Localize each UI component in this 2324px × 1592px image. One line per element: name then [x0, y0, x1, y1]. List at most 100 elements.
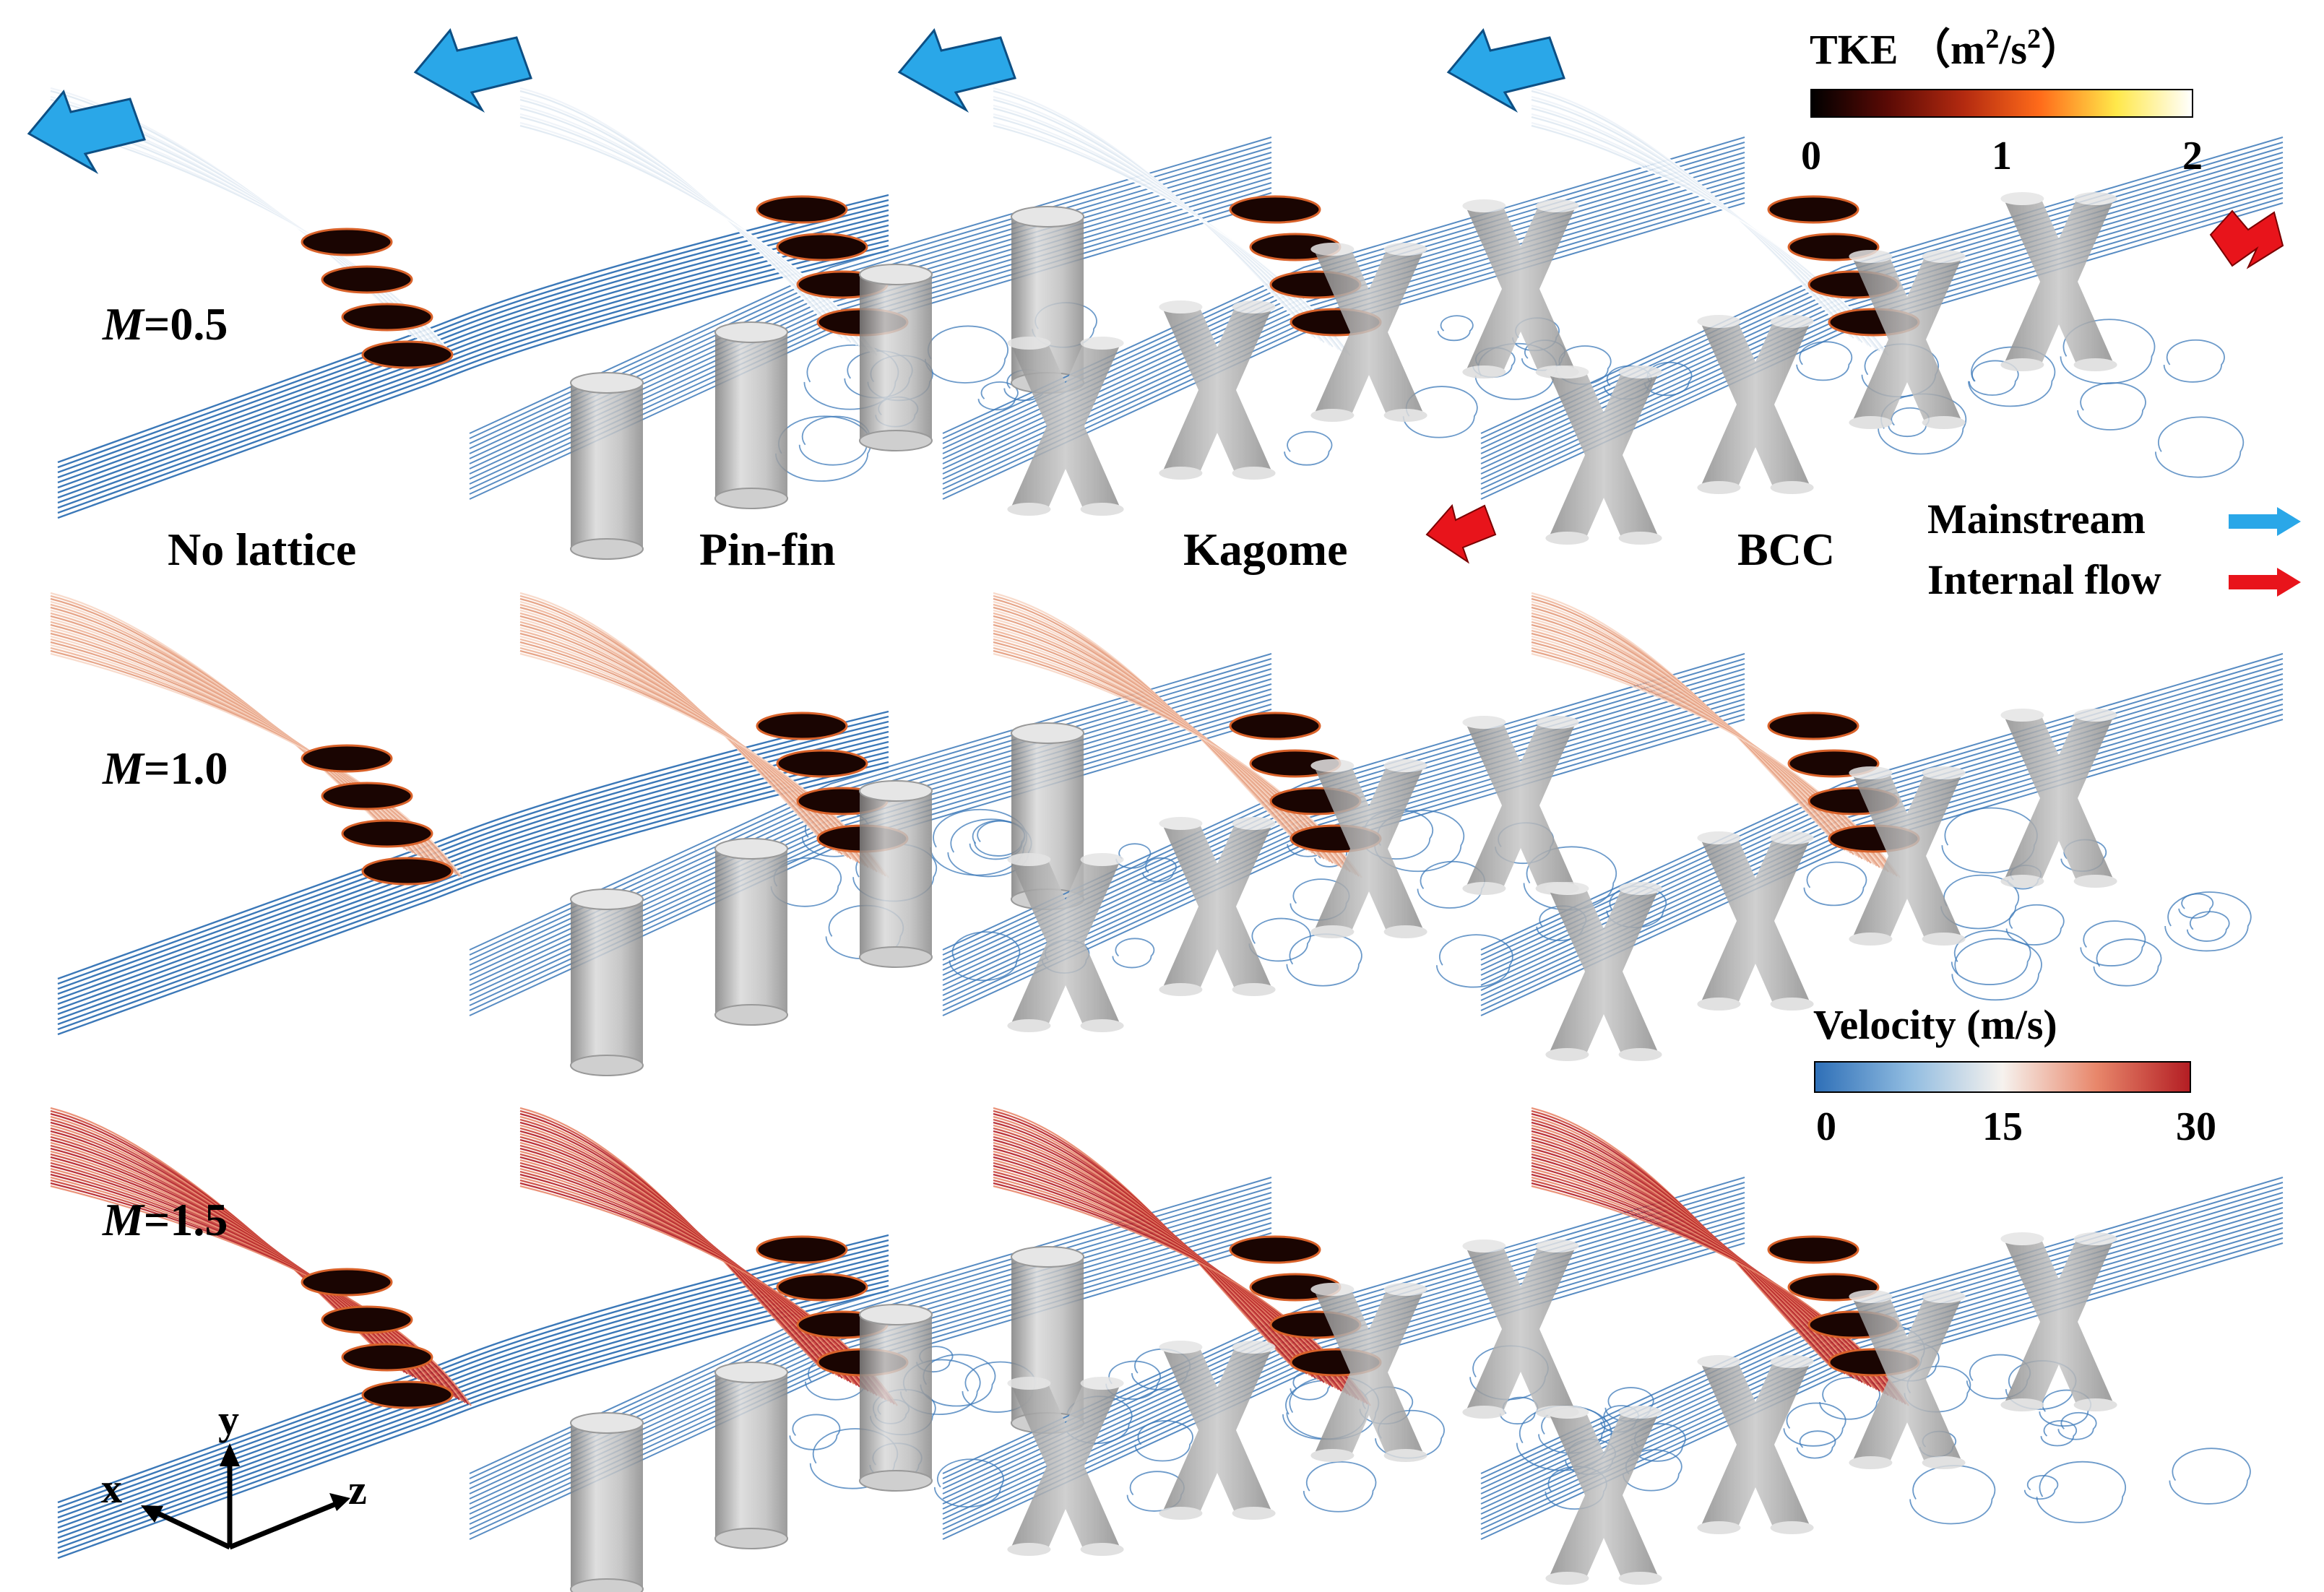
film-hole: [361, 340, 454, 369]
tke-colorbar-bar: [1810, 89, 2193, 118]
tke-tick-1: 1: [1992, 134, 2012, 178]
lattice-strut-node: [1159, 300, 1276, 480]
lattice-strut-node: [1545, 882, 1662, 1061]
flow-legend: Mainstream Internal flow: [1927, 496, 2301, 603]
film-hole: [1229, 195, 1321, 224]
lattice-strut-node: [1545, 365, 1662, 545]
lattice-strut-node: [1310, 759, 1427, 938]
film-hole: [1229, 711, 1321, 740]
film-hole: [756, 195, 848, 224]
panel-none-row3: [50, 1107, 889, 1559]
film-hole: [756, 1235, 848, 1264]
axis-arrowheads: [141, 1443, 350, 1523]
film-hole: [1767, 195, 1859, 224]
lattice-strut-node: [1007, 1377, 1124, 1556]
column-label-pin-fin: Pin-fin: [699, 524, 835, 575]
mainstream-arrow-icon: [2229, 507, 2301, 536]
lattice-strut-node: [1007, 853, 1124, 1032]
panel-pin-row2: [469, 592, 1272, 1076]
lattice-strut-node: [2000, 1232, 2117, 1411]
pin-fin-pillar: [715, 849, 787, 1015]
mainstream-exit-arrow-2: [413, 28, 532, 113]
film-hole: [776, 1273, 868, 1302]
panel-bcc-row3: [1480, 1107, 2284, 1585]
film-hole: [776, 749, 868, 778]
row-label-m05: M=0.5: [102, 298, 228, 350]
velocity-colorbar-bar: [1814, 1061, 2191, 1093]
lattice-strut-node: [1697, 831, 1814, 1011]
lattice-strut-node: [2000, 192, 2117, 371]
film-hole: [1229, 1235, 1321, 1264]
legend-mainstream-label: Mainstream: [1927, 496, 2146, 542]
tke-tick-0: 0: [1801, 134, 1821, 178]
velocity-tick-0: 0: [1816, 1104, 1836, 1149]
pin-fin-pillar: [571, 1423, 643, 1589]
panel-pin-row3: [469, 1107, 1272, 1592]
pin-fin-pillar: [860, 274, 932, 441]
mainstream-exit-arrow-3: [897, 28, 1016, 113]
lattice-strut-node: [1849, 766, 1966, 946]
film-hole: [341, 819, 433, 848]
pin-fin-pillar: [860, 1315, 932, 1481]
mainstream-exit-arrow-1: [27, 90, 146, 175]
panel-bcc-row2: [1480, 592, 2284, 1061]
pin-fin-pillar: [715, 332, 787, 498]
velocity-tick-30: 30: [2176, 1104, 2216, 1149]
film-hole: [321, 265, 413, 294]
pin-fin-pillar: [715, 1372, 787, 1539]
velocity-colorbar-title: Velocity (m/s): [1813, 1001, 2057, 1048]
flow-panels: [50, 84, 2284, 1592]
panel-none-row2: [50, 592, 889, 1036]
legend-internal-flow-label: Internal flow: [1927, 556, 2161, 603]
lattice-strut-node: [1697, 1355, 1814, 1534]
axis-label-y: y: [218, 1396, 239, 1443]
lattice-strut-node: [1849, 1290, 1966, 1469]
film-hole: [1767, 711, 1859, 740]
internal-flow-arrow-icon: [2229, 568, 2301, 597]
velocity-tick-15: 15: [1982, 1104, 2023, 1149]
tke-colorbar-title: TKE （m2/s2）: [1810, 24, 2083, 73]
mainstream-exit-arrow-4: [1446, 28, 1565, 113]
internal-flow-arrow-outlet: [1425, 503, 1497, 564]
film-hole: [301, 1268, 393, 1297]
tke-colorbar: TKE （m2/s2） 0 1 2: [1801, 24, 2203, 178]
row-label-m10: M=1.0: [102, 743, 228, 794]
lattice-strut-node: [1545, 1406, 1662, 1585]
panel-kagome-row3: [942, 1107, 1745, 1556]
lattice-strut-node: [1849, 250, 1966, 429]
film-hole: [321, 782, 413, 810]
panel-pin-row1: [469, 84, 1272, 560]
film-hole: [756, 711, 848, 740]
film-hole: [321, 1305, 413, 1334]
film-hole: [301, 228, 393, 256]
film-hole: [1767, 1235, 1859, 1264]
lattice-strut-node: [2000, 709, 2117, 888]
lattice-strut-node: [1462, 1240, 1579, 1419]
lattice-strut-node: [1462, 716, 1579, 895]
column-label-no-lattice: No lattice: [168, 524, 356, 575]
panel-kagome-row2: [942, 592, 1745, 1032]
film-hole: [361, 857, 454, 886]
coordinate-axes: [149, 1455, 341, 1550]
pin-fin-pillar: [860, 791, 932, 957]
film-hole: [341, 303, 433, 332]
internal-flow-arrow-inlet: [2209, 209, 2284, 269]
column-label-bcc: BCC: [1737, 524, 1835, 575]
film-hole: [301, 744, 393, 773]
panel-bcc-row1: [1480, 84, 2284, 545]
lattice-strut-node: [1697, 315, 1814, 494]
lattice-strut-node: [1159, 1341, 1276, 1520]
lattice-strut-node: [1310, 243, 1427, 422]
column-label-kagome: Kagome: [1183, 524, 1348, 575]
velocity-colorbar: Velocity (m/s) 0 15 30: [1813, 1001, 2216, 1149]
film-hole: [341, 1343, 433, 1372]
row-label-m15: M=1.5: [102, 1194, 228, 1245]
axis-label-x: x: [101, 1465, 122, 1512]
lattice-strut-node: [1159, 817, 1276, 996]
lattice-strut-node: [1007, 337, 1124, 516]
pin-fin-pillar: [571, 899, 643, 1065]
pin-fin-pillar: [571, 383, 643, 549]
lattice-strut-node: [1462, 199, 1579, 378]
tke-tick-2: 2: [2182, 134, 2203, 178]
